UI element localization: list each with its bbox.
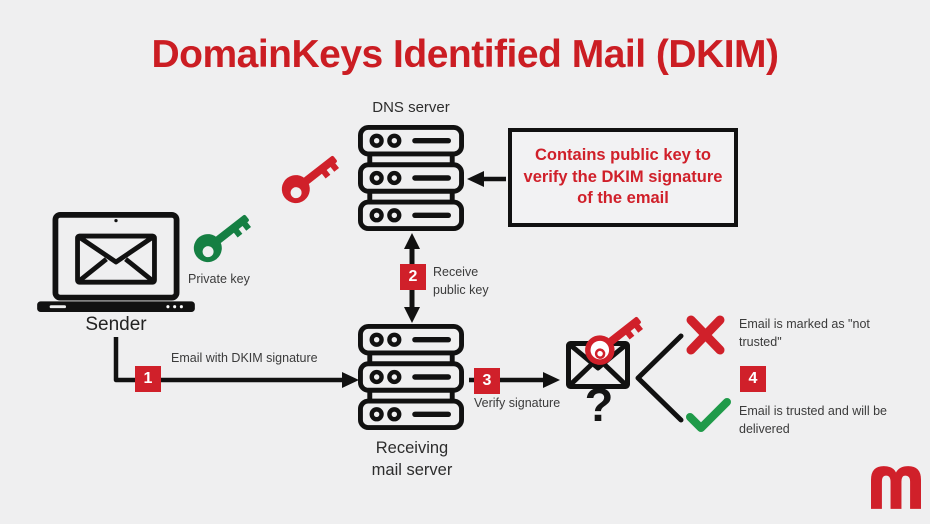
outcome-fork bbox=[635, 333, 684, 423]
step2-label: Receive public key bbox=[433, 263, 489, 299]
mailtrap-logo bbox=[871, 466, 921, 509]
step-badge-1: 1 bbox=[135, 366, 161, 392]
private-key-label: Private key bbox=[188, 272, 250, 286]
step-badge-4: 4 bbox=[740, 366, 766, 392]
laptop-email-icon bbox=[37, 212, 195, 312]
green-key-icon bbox=[193, 214, 252, 263]
receiving-server-label-line1: Receiving bbox=[375, 439, 449, 457]
step-badge-3: 3 bbox=[474, 368, 500, 394]
step2-label-line2: public key bbox=[433, 283, 489, 298]
dns-server-icon bbox=[358, 125, 464, 231]
step3-arrow-head bbox=[543, 372, 560, 388]
step3-label: Verify signature bbox=[474, 396, 561, 410]
info-box-line3: of the email bbox=[577, 189, 669, 208]
step1-arrow-head bbox=[342, 372, 359, 388]
page-title: DomainKeys Identified Mail (DKIM) bbox=[151, 33, 779, 76]
outcome-not-trusted: Email is marked as "not trusted" bbox=[739, 317, 870, 350]
cross-icon bbox=[686, 315, 725, 355]
info-arrow-head bbox=[467, 171, 484, 187]
step1-line bbox=[113, 337, 345, 383]
check-icon bbox=[686, 398, 731, 432]
step1-label: Email with DKIM signature bbox=[171, 351, 318, 365]
info-box-line1: Contains public key to bbox=[534, 145, 712, 164]
receiving-server-label-line2: mail server bbox=[371, 461, 453, 480]
receiving-server-icon bbox=[358, 324, 464, 430]
step2-arrow-head-down bbox=[404, 307, 420, 323]
step2-label-line1: Receive bbox=[433, 265, 479, 279]
step2-arrow-head-up bbox=[404, 233, 420, 249]
outcome-trusted: Email is trusted and will be delivered bbox=[739, 404, 887, 437]
red-key-icon bbox=[281, 155, 340, 204]
receiving-server-label: Receiving mail server bbox=[338, 437, 486, 482]
info-box-line2: verify the DKIM signature bbox=[523, 167, 723, 186]
dns-server-label: DNS server bbox=[372, 99, 450, 116]
sender-label: Sender bbox=[85, 314, 147, 335]
step-badge-2: 2 bbox=[400, 264, 426, 290]
public-key-info-box: Contains public key to verify the DKIM s… bbox=[508, 128, 738, 227]
verification-key-icon bbox=[585, 316, 644, 365]
